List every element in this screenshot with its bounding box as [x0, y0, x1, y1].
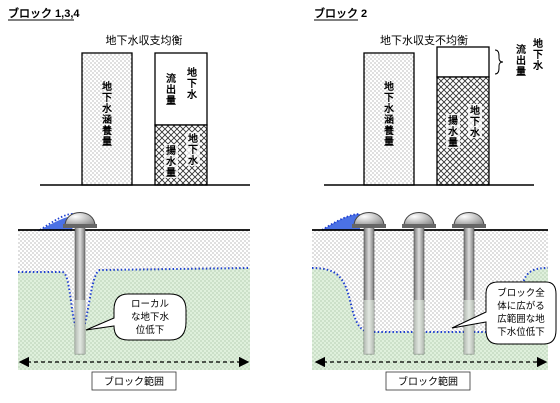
- left-title: ブロック 1,3,4: [8, 6, 80, 20]
- left-heading: 地下水収支均衡: [106, 34, 183, 47]
- right-panel: ブロック 2 地下水収支不均衡 地 下 水 涵 養 量 流 出 量 地 下 水 …: [312, 6, 556, 390]
- left-recharge-label: 地 下 水 涵 養 量: [101, 80, 113, 148]
- svg-text:地: 地: [102, 80, 112, 93]
- svg-text:下: 下: [188, 144, 198, 156]
- svg-text:量: 量: [384, 135, 394, 148]
- svg-text:涵: 涵: [102, 113, 112, 126]
- svg-text:下: 下: [384, 92, 394, 104]
- svg-text:量: 量: [102, 135, 112, 148]
- svg-text:流: 流: [516, 43, 526, 56]
- right-outflow-brace: [495, 50, 503, 74]
- svg-text:ローカル: ローカル: [131, 299, 170, 310]
- svg-text:下: 下: [533, 49, 543, 61]
- svg-text:量: 量: [166, 94, 176, 107]
- svg-text:水: 水: [469, 126, 481, 139]
- svg-text:広範囲な地: 広範囲な地: [497, 313, 545, 325]
- svg-text:水: 水: [186, 88, 198, 101]
- svg-text:地: 地: [188, 132, 198, 145]
- svg-text:量: 量: [448, 136, 458, 149]
- right-recharge-label: 地 下 水 涵 養 量: [383, 80, 395, 148]
- svg-text:量: 量: [166, 166, 176, 179]
- right-title: ブロック 2: [314, 6, 367, 20]
- right-heading: 地下水収支不均衡: [380, 34, 468, 47]
- right-outflow-side-label: 流 出 量 地 下 水: [516, 37, 544, 78]
- svg-text:出: 出: [516, 54, 526, 67]
- svg-text:流: 流: [166, 72, 176, 85]
- left-outflow-bar: [155, 53, 207, 125]
- svg-text:涵: 涵: [384, 113, 394, 126]
- svg-text:揚: 揚: [448, 114, 458, 127]
- svg-text:出: 出: [166, 83, 176, 96]
- svg-text:位低下: 位低下: [136, 324, 165, 336]
- svg-text:揚: 揚: [166, 144, 176, 157]
- svg-text:下: 下: [102, 92, 112, 104]
- svg-text:下: 下: [187, 78, 197, 90]
- svg-text:下水位低下: 下水位低下: [497, 326, 545, 338]
- svg-text:地: 地: [187, 66, 197, 79]
- svg-text:水: 水: [101, 102, 113, 115]
- svg-text:水: 水: [165, 155, 177, 168]
- svg-text:養: 養: [101, 124, 112, 137]
- right-range-label: ブロック範囲: [398, 375, 458, 388]
- svg-text:水: 水: [383, 102, 395, 115]
- right-outflow-bar: [437, 47, 489, 77]
- svg-text:地: 地: [384, 80, 394, 93]
- svg-text:体に広がる: 体に広がる: [497, 300, 545, 312]
- svg-text:ブロック全: ブロック全: [497, 287, 545, 299]
- svg-text:地: 地: [470, 104, 480, 117]
- svg-text:水: 水: [532, 59, 544, 72]
- left-callout-text: ローカル な地下水 位低下: [131, 299, 170, 336]
- svg-text:水: 水: [187, 154, 199, 167]
- svg-text:地: 地: [533, 37, 543, 50]
- left-panel: ブロック 1,3,4 地下水収支均衡 地 下 水 涵 養 量 流 出 量 地 下…: [8, 6, 250, 390]
- svg-text:な地下水: な地下水: [131, 311, 170, 323]
- svg-text:水: 水: [447, 125, 459, 138]
- svg-text:下: 下: [470, 116, 480, 128]
- left-range-label: ブロック範囲: [104, 375, 164, 388]
- svg-text:養: 養: [383, 124, 394, 137]
- svg-text:量: 量: [516, 65, 526, 78]
